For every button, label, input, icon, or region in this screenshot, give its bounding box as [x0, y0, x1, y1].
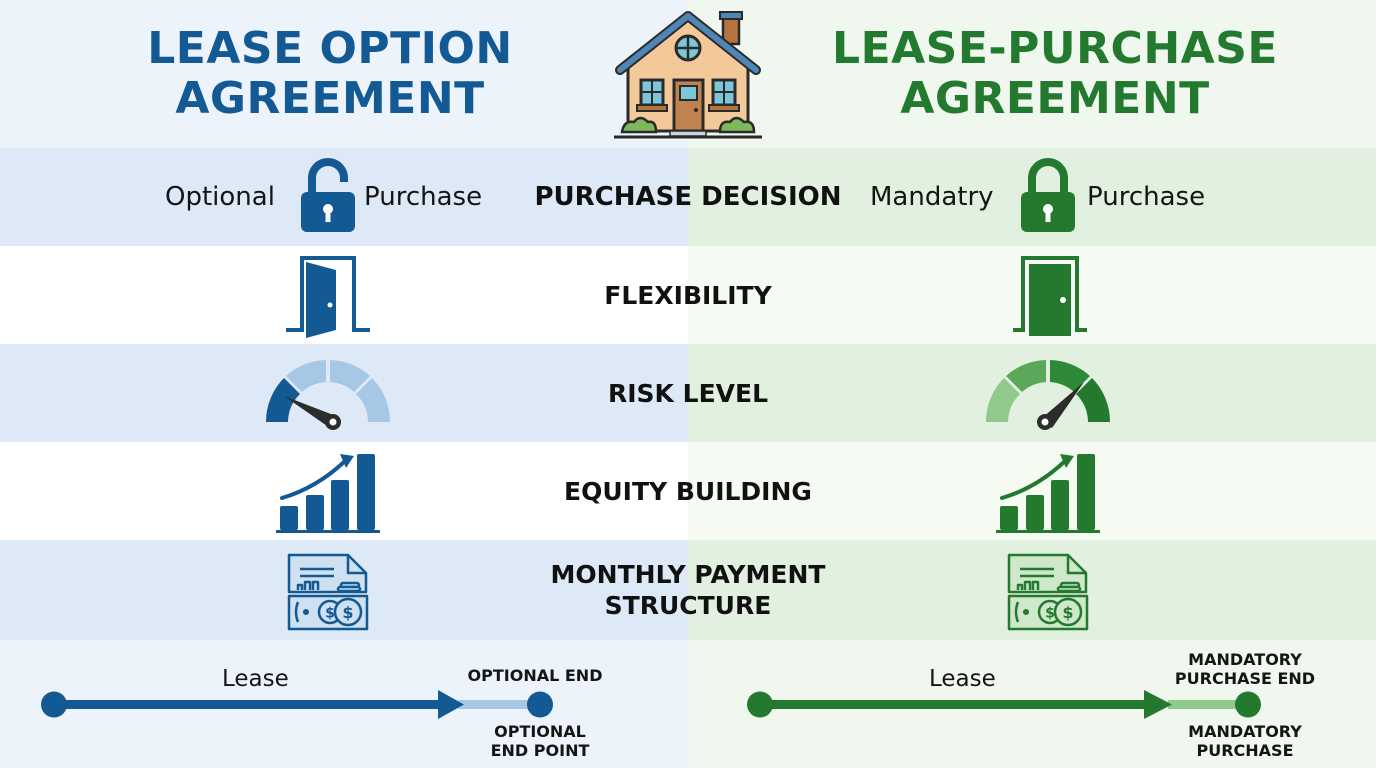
row-risk-level	[0, 344, 1376, 442]
flexibility-label: FLEXIBILITY	[604, 280, 772, 310]
payment-document-icon-right: $ $	[1007, 553, 1089, 631]
purchase-text-left: Purchase	[364, 182, 483, 212]
gauge-low-icon	[265, 360, 391, 430]
header: LEASE OPTION AGREEMENT LEASE-PURCHASE AG…	[0, 0, 1376, 148]
closed-door-icon	[1013, 256, 1087, 336]
growth-bar-chart-icon-right	[996, 454, 1100, 533]
optional-text: Optional	[165, 182, 275, 212]
optional-end-point-caption: OPTIONAL END POINT	[490, 722, 590, 760]
equity-building-label: EQUITY BUILDING	[564, 476, 812, 506]
mandatory-purchase-caption: MANDATORY PURCHASE	[1188, 722, 1302, 760]
purchase-text-right: Purchase	[1087, 182, 1206, 212]
mandatory-purchase-end-caption: MANDATORY PURCHASE END	[1174, 650, 1316, 688]
svg-text:$: $	[1062, 603, 1073, 622]
house-icon	[614, 11, 762, 139]
gauge-high-icon	[985, 360, 1111, 430]
lease-option-title: LEASE OPTION AGREEMENT	[147, 23, 513, 124]
growth-bar-chart-icon-left	[276, 454, 380, 533]
purchase-decision-label: PURCHASE DECISION	[534, 181, 842, 212]
lease-label-right: Lease	[929, 666, 996, 692]
mandatory-text: Mandatry	[870, 182, 994, 212]
lease-purchase-timeline-arrow	[747, 690, 1261, 719]
svg-text:$: $	[325, 606, 335, 622]
payment-document-icon-left: $ $	[287, 553, 369, 631]
unlocked-padlock-icon	[301, 158, 355, 232]
lease-option-timeline-arrow	[41, 690, 553, 719]
open-door-icon	[286, 256, 370, 338]
risk-level-label: RISK LEVEL	[608, 378, 768, 408]
svg-text:$: $	[342, 603, 353, 622]
lease-purchase-title: LEASE-PURCHASE AGREEMENT	[832, 23, 1278, 124]
monthly-payment-label: MONTHLY PAYMENT STRUCTURE	[550, 560, 826, 620]
optional-end-caption: OPTIONAL END	[467, 666, 603, 685]
locked-padlock-icon	[1021, 158, 1075, 232]
svg-text:$: $	[1045, 606, 1055, 622]
lease-label-left: Lease	[222, 666, 289, 692]
timeline: Lease OPTIONAL END OPTIONAL END POINT Le…	[0, 642, 1376, 768]
